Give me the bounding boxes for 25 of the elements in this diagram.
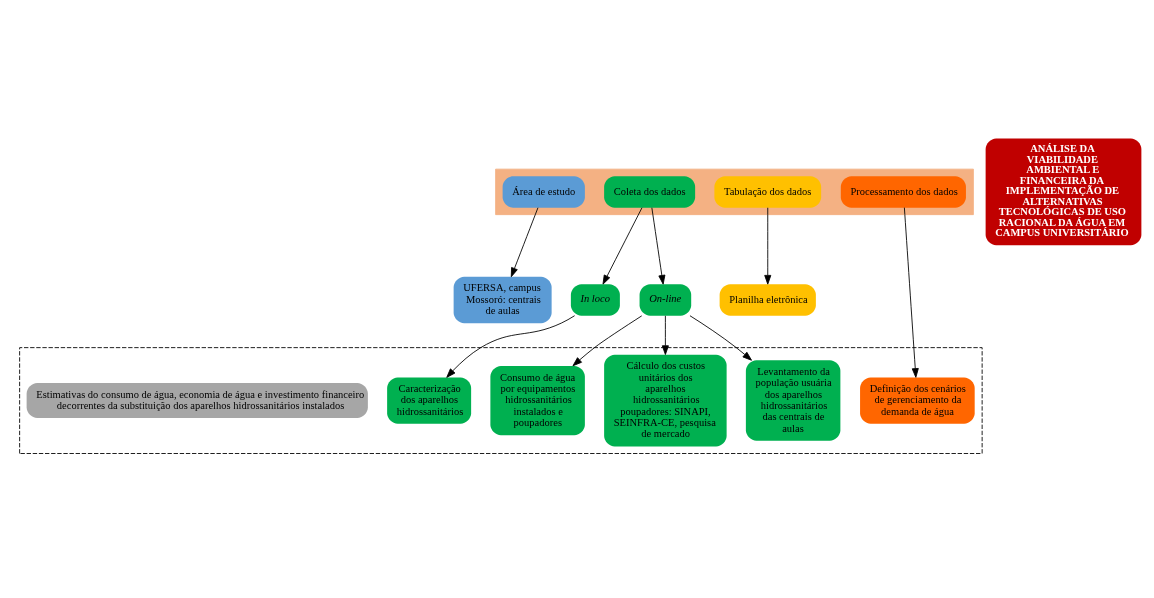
arrow	[689, 314, 752, 361]
arrow	[510, 206, 539, 277]
node-box: Consumo de água por equipamentos hidrossanitários instalados e poupadores	[490, 365, 585, 435]
node-box: Estimativas do consumo de água, economia de água e investimento financeiro decorrentes da substituição dos aparelhos hidrossanitários instalados	[26, 382, 368, 418]
arrow	[903, 206, 919, 378]
node-box: Levantamento da população usuária dos aparelhos hidrossanitários das centrais de aulas	[745, 359, 841, 441]
node-box: Planilha eletrônica	[719, 283, 816, 316]
node-box: Processamento dos dados	[840, 175, 966, 208]
arrow	[764, 206, 772, 285]
node-box: ANÁLISE DA VIABILIDADE AMBIENTAL E FINANCEIRA DA IMPLEMENTAÇÃO DE ALTERNATIVAS TECNOLÓGICAS DE USO RACIONAL DA ÁGUA EM CAMPUS UNIVERSITÁRIO	[985, 138, 1142, 245]
arrow	[661, 314, 669, 355]
node-box: Área de estudo	[502, 175, 585, 208]
node-box: Definição dos cenários de gerenciamento da demanda de água	[860, 376, 975, 424]
cluster	[495, 168, 974, 215]
node-box: Tabulação dos dados	[714, 175, 822, 208]
arrow	[572, 314, 643, 366]
node-box: Coleta dos dados	[604, 175, 696, 208]
arrow	[446, 314, 576, 378]
node-box: Cálculo dos custos unitários dos aparelhos hidrossanitários poupadores: SINAPI, SEINFRA-CE, pesquisa de mercado	[604, 354, 727, 446]
node-box: On-line	[639, 283, 692, 316]
node-box: In loco	[570, 283, 620, 316]
arrow	[651, 206, 666, 285]
node-box: UFERSA, campus Mossoró: centrais de aulas	[453, 276, 552, 323]
node-box: Caracterização dos aparelhos hidrossanitários	[387, 376, 472, 424]
arrow	[602, 206, 643, 285]
